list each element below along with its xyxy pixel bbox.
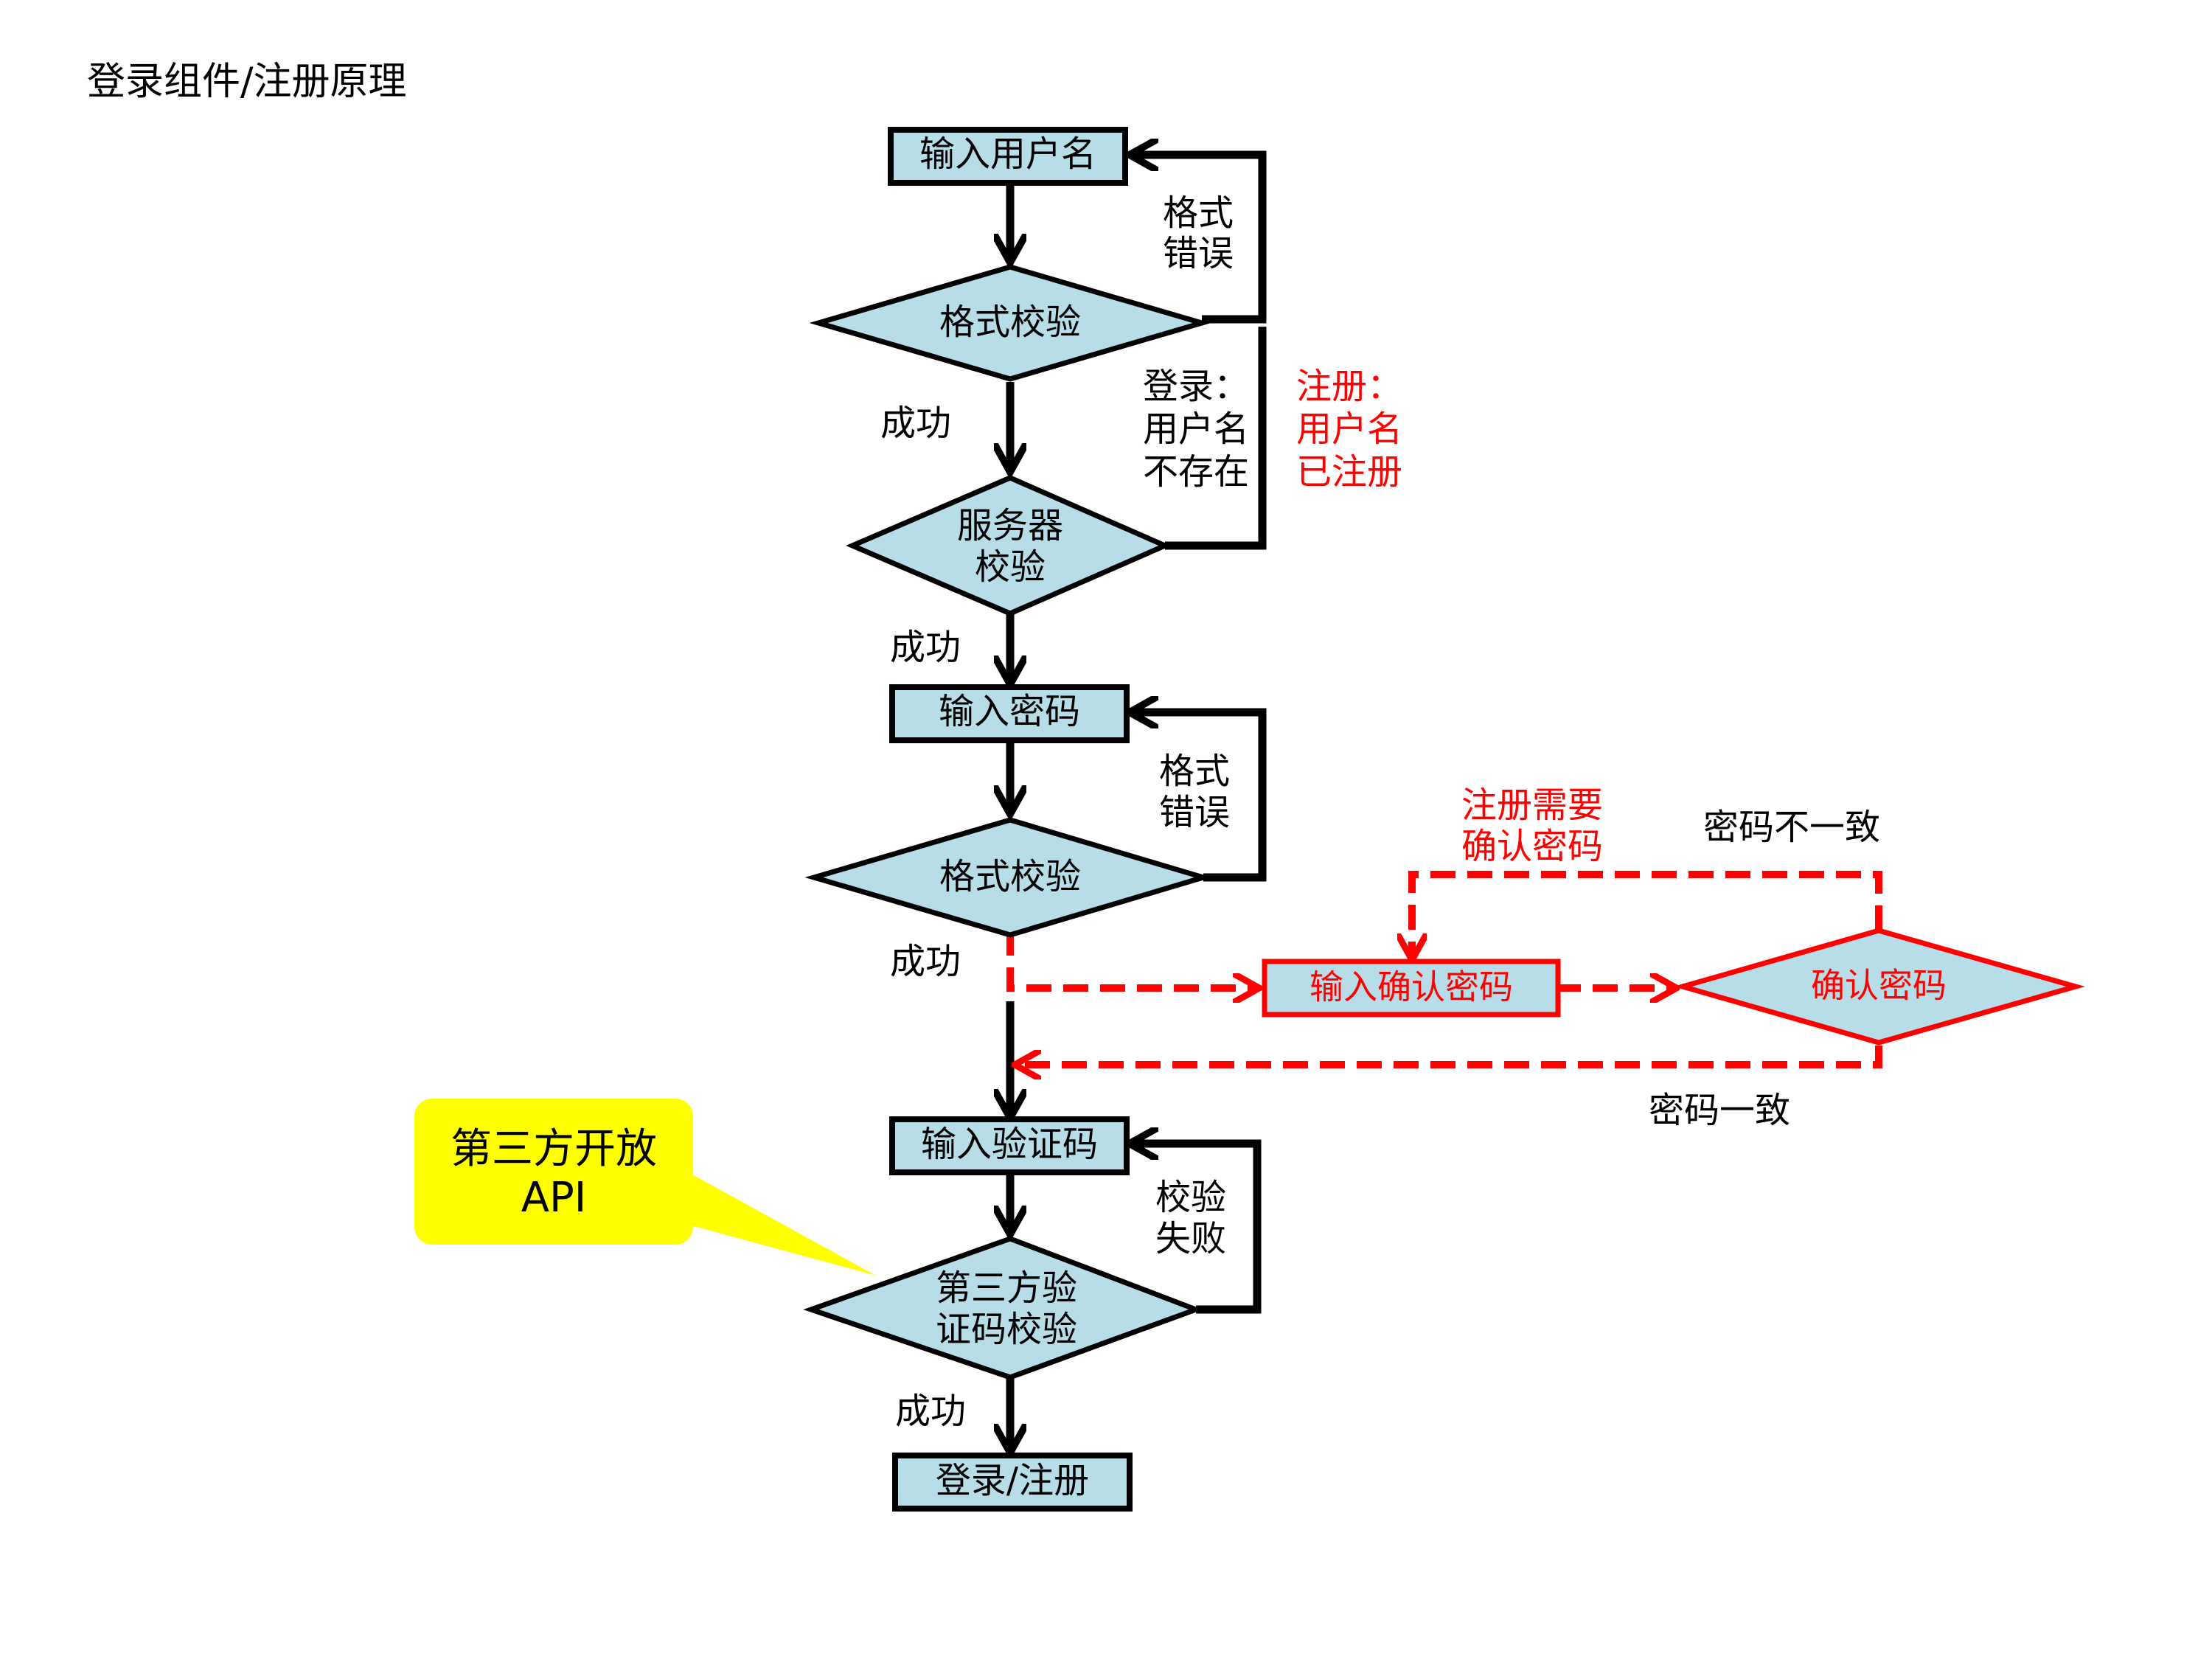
node-format-check-1: 格式校验 — [809, 264, 1211, 382]
label-format-error-1-line-2: 错误 — [1163, 233, 1234, 274]
label-success-4: 成功 — [895, 1391, 966, 1432]
label-login-user-not-exist-line-2: 用户名 — [1143, 408, 1249, 450]
label-login-user-not-exist-line-3: 不存在 — [1143, 451, 1249, 493]
node-format-check-1-label: 格式校验 — [939, 302, 1081, 343]
node-confirm-password-diamond — [1673, 928, 2085, 1046]
node-login-register-box — [892, 1453, 1133, 1512]
node-input-username-label: 输入用户名 — [919, 133, 1096, 175]
callout-line-1: 第三方开放 — [451, 1125, 657, 1173]
node-captcha-check-line-1: 第三方验 — [936, 1267, 1077, 1309]
label-register-user-exists-line-2: 用户名 — [1296, 408, 1402, 450]
node-input-username-box — [888, 127, 1128, 186]
node-server-check-line-1: 服务器 — [957, 505, 1063, 546]
node-server-check: 服务器 校验 — [846, 475, 1172, 616]
label-format-error-2-line-2: 错误 — [1159, 792, 1230, 833]
label-format-error-1-line-1: 格式 — [1163, 192, 1234, 234]
node-captcha-check-diamond — [803, 1236, 1204, 1380]
loop-format-error-1 — [1133, 155, 1267, 324]
arrow-to-confirm-input — [1006, 931, 1256, 988]
callout-line-2: API — [521, 1174, 587, 1222]
label-success-3: 成功 — [890, 941, 961, 982]
register-branch-arrows — [1006, 871, 1882, 1065]
node-input-captcha-box — [889, 1116, 1130, 1175]
node-format-check-2-label: 格式校验 — [939, 856, 1081, 897]
label-login-user-not-exist-line-1: 登录： — [1143, 366, 1249, 407]
label-password-mismatch: 密码不一致 — [1703, 807, 1880, 848]
label-password-match: 密码一致 — [1649, 1090, 1790, 1131]
node-login-register: 登录/注册 — [892, 1453, 1133, 1512]
node-captcha-check-line-2: 证码校验 — [936, 1309, 1077, 1350]
node-format-check-1-diamond — [809, 264, 1211, 382]
label-register-user-exists-line-1: 注册： — [1296, 366, 1402, 407]
label-register-user-exists-line-3: 已注册 — [1296, 451, 1402, 493]
label-captcha-fail-line-1: 校验 — [1155, 1177, 1226, 1218]
node-format-check-2: 格式校验 — [804, 817, 1213, 938]
callout-third-party-api: 第三方开放 API — [414, 1099, 876, 1276]
node-input-username: 输入用户名 — [888, 127, 1128, 186]
node-input-password-box — [889, 684, 1130, 743]
label-success-2: 成功 — [890, 627, 961, 668]
node-login-register-label: 登录/注册 — [936, 1460, 1089, 1501]
label-register-need-confirm-line-2: 确认密码 — [1461, 826, 1603, 867]
node-confirm-password-label: 确认密码 — [1811, 966, 1947, 1006]
node-input-captcha: 输入验证码 — [889, 1116, 1130, 1175]
node-input-confirm-password: 输入确认密码 — [1262, 959, 1561, 1018]
loop-format-error-2 — [1133, 712, 1267, 882]
loop-server-check-fail — [1165, 327, 1267, 550]
node-input-captcha-label: 输入验证码 — [921, 1124, 1098, 1165]
node-server-check-line-2: 校验 — [975, 546, 1046, 588]
callout-box — [414, 1099, 693, 1245]
label-success-1: 成功 — [880, 403, 951, 444]
label-format-error-2-line-1: 格式 — [1159, 751, 1230, 792]
label-register-need-confirm-line-1: 注册需要 — [1461, 785, 1603, 826]
diagram-title: 登录组件/注册原理 — [87, 60, 407, 104]
node-input-password: 输入密码 — [889, 684, 1130, 743]
node-input-confirm-password-box — [1262, 959, 1561, 1018]
node-confirm-password: 确认密码 — [1673, 928, 2085, 1046]
node-input-confirm-password-label: 输入确认密码 — [1310, 967, 1513, 1007]
main-flow-arrows — [1010, 155, 1267, 1450]
loop-password-mismatch — [1412, 871, 1882, 957]
loop-captcha-fail — [1133, 1144, 1262, 1314]
callout-pointer — [686, 1171, 876, 1276]
node-format-check-2-diamond — [804, 817, 1213, 938]
node-captcha-check: 第三方验 证码校验 — [803, 1236, 1204, 1380]
label-captcha-fail-line-2: 失败 — [1155, 1218, 1226, 1259]
arrow-password-match — [1018, 1046, 1882, 1065]
node-server-check-diamond — [846, 475, 1172, 616]
node-input-password-label: 输入密码 — [939, 691, 1080, 732]
